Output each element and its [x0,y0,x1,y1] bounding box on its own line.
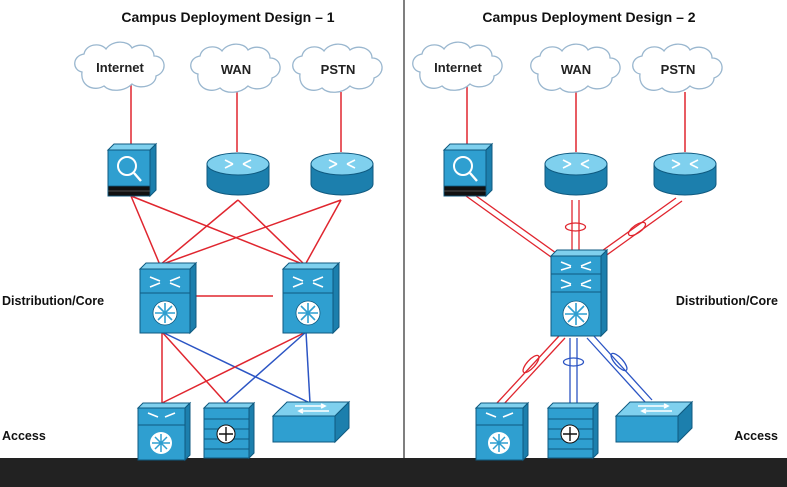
cloud-label: Internet [434,60,482,75]
chassis-switch-icon [546,401,600,460]
cloud-label: WAN [221,62,251,77]
pstn-cloud-1: PSTN [292,43,383,93]
multilayer-switch-icon [138,261,198,335]
pstn-cloud-2: PSTN [632,43,723,93]
cloud-label: PSTN [661,62,696,77]
panel-1-title: Campus Deployment Design – 1 [121,9,334,25]
internet-cloud-1: Internet [74,41,165,91]
multilayer-switch-icon [549,248,609,338]
layer3-switch-icon [474,401,530,462]
bottom-bar [0,458,787,487]
workgroup-switch-icon [271,400,351,444]
workgroup-switch-icon [614,400,694,444]
router-icon [310,152,374,196]
chassis-switch-icon [202,401,256,460]
panel-2: Campus Deployment Design – 2 [412,9,778,462]
cloud-label: WAN [561,62,591,77]
wan-cloud-2: WAN [530,43,621,93]
panel-1: Campus Deployment Design – 1 [2,9,383,462]
access-label: Access [734,429,778,443]
internet-cloud-2: Internet [412,41,503,91]
panel-2-title: Campus Deployment Design – 2 [482,9,695,25]
router-icon [206,152,270,196]
multilayer-switch-icon [281,261,341,335]
router-icon [544,152,608,196]
wan-cloud-1: WAN [190,43,281,93]
cloud-label: PSTN [321,62,356,77]
panel-2-links [465,85,686,406]
distribution-core-label: Distribution/Core [2,294,104,308]
firewall-icon [442,142,494,198]
cloud-label: Internet [96,60,144,75]
access-label: Access [2,429,46,443]
layer3-switch-icon [136,401,192,462]
distribution-core-label: Distribution/Core [676,294,778,308]
router-icon [653,152,717,196]
panel-1-links [130,85,342,404]
firewall-icon [106,142,158,198]
